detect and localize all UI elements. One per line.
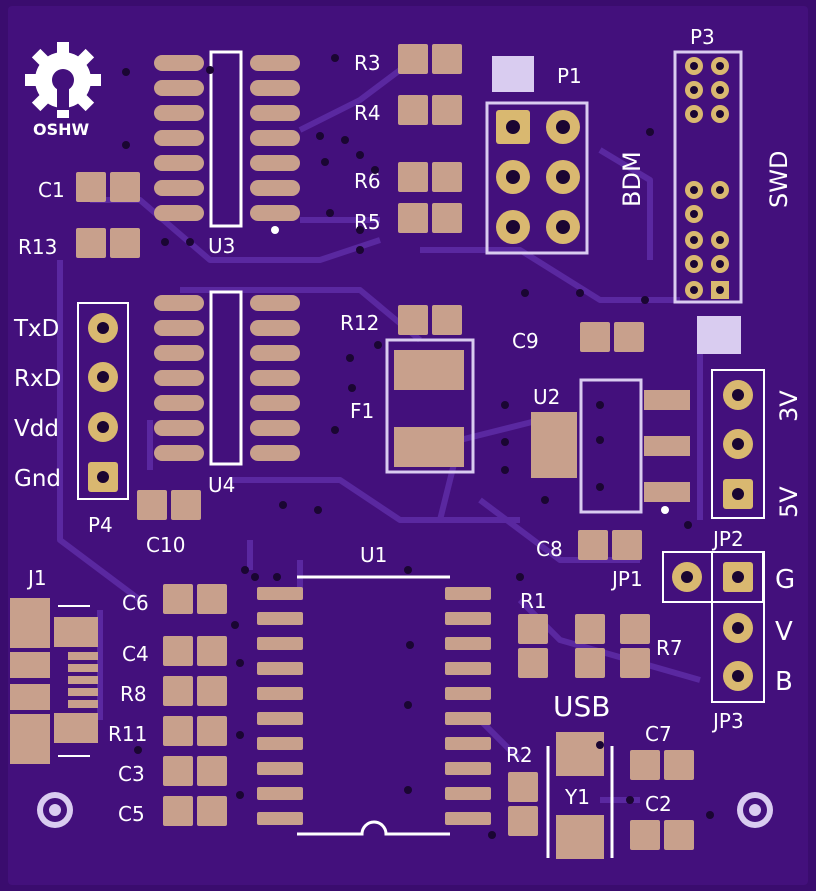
label-b: B — [775, 667, 793, 697]
label-jp3: JP3 — [711, 709, 744, 733]
label-r3: R3 — [354, 51, 381, 75]
label-vdd: Vdd — [14, 416, 59, 442]
gear-icon — [25, 42, 101, 118]
jumper-jp1: JP1 JP3 G V B — [610, 551, 795, 733]
label-c3: C3 — [118, 762, 145, 786]
oshw-label: OSHW — [33, 120, 90, 139]
label-r12: R12 — [340, 311, 379, 335]
label-c2: C2 — [645, 792, 672, 816]
label-usb: USB — [553, 690, 610, 723]
label-jp1: JP1 — [610, 567, 643, 591]
fuse-f1: F1 — [350, 338, 475, 474]
cap-c3: C3 — [118, 756, 227, 786]
traces — [57, 67, 703, 803]
label-r7: R7 — [656, 636, 683, 660]
cap-c8: C8 — [536, 530, 642, 561]
label-3v: 3V — [775, 390, 803, 422]
label-c7: C7 — [645, 722, 672, 746]
label-5v: 5V — [775, 486, 803, 518]
label-swd: SWD — [765, 151, 793, 208]
mounting-hole-right — [737, 792, 773, 828]
label-r4: R4 — [354, 101, 381, 125]
header-p1-bdm: P1 BDM — [485, 56, 646, 255]
cap-c2: C2 — [630, 792, 694, 850]
label-r11: R11 — [108, 722, 147, 746]
label-g: G — [775, 565, 795, 595]
cap-c7: C7 — [630, 722, 694, 780]
res-r11: R11 — [108, 716, 227, 746]
label-c4: C4 — [122, 642, 149, 666]
label-f1: F1 — [350, 399, 374, 423]
res-r4: R4 — [354, 95, 462, 125]
crystal-y1: Y1 — [546, 732, 614, 859]
res-r8: R8 — [120, 676, 227, 706]
label-r1: R1 — [520, 589, 547, 613]
res-r1: R1 — [518, 589, 548, 678]
vias — [122, 54, 714, 839]
label-y1: Y1 — [564, 785, 590, 809]
chip-u1: U1 — [257, 543, 491, 836]
chip-u3: U3 — [154, 50, 300, 258]
label-p3: P3 — [690, 25, 715, 49]
label-c8: C8 — [536, 537, 563, 561]
jumper-jp2: 3V 5V JP2 — [711, 369, 803, 551]
cap-c6: C6 — [122, 584, 227, 615]
header-p4-serial: TxD RxD Vdd Gnd P4 — [13, 302, 129, 537]
res-r12: R12 — [340, 305, 462, 335]
label-jp2: JP2 — [711, 527, 744, 551]
res-r13: R13 — [18, 228, 140, 259]
label-u1: U1 — [360, 543, 387, 567]
label-r13: R13 — [18, 235, 57, 259]
label-u4: U4 — [208, 473, 235, 497]
cap-c5: C5 — [118, 796, 227, 826]
label-u3: U3 — [208, 234, 235, 258]
label-u2: U2 — [533, 385, 560, 409]
cap-c9: C9 — [512, 322, 644, 353]
label-c10: C10 — [146, 533, 185, 557]
label-txd: TxD — [13, 316, 59, 342]
usb-connector-j1: J1 — [10, 566, 98, 764]
label-v: V — [775, 617, 793, 647]
oshw-logo: OSHW — [25, 42, 101, 139]
cap-c10: C10 — [137, 490, 201, 557]
label-p1: P1 — [557, 64, 582, 88]
header-p3-swd: P3 SWD — [673, 25, 793, 354]
label-rxd: RxD — [14, 366, 61, 392]
label-p4: P4 — [88, 513, 113, 537]
regulator-u2: U2 — [531, 378, 690, 514]
res-usb-pair: R7 USB — [553, 614, 683, 723]
label-c6: C6 — [122, 591, 149, 615]
label-c1: C1 — [38, 178, 65, 202]
res-r2: R2 — [506, 743, 538, 836]
mounting-hole-left — [37, 792, 73, 828]
label-r2: R2 — [506, 743, 533, 767]
label-c5: C5 — [118, 802, 145, 826]
label-gnd: Gnd — [14, 466, 61, 492]
cap-c4: C4 — [122, 636, 227, 666]
label-j1: J1 — [26, 566, 47, 590]
label-r8: R8 — [120, 682, 147, 706]
res-r3: R3 — [354, 44, 462, 75]
chip-u4: U4 — [154, 290, 300, 497]
label-c9: C9 — [512, 329, 539, 353]
cap-c1: C1 — [38, 172, 140, 202]
label-bdm: BDM — [618, 151, 646, 207]
